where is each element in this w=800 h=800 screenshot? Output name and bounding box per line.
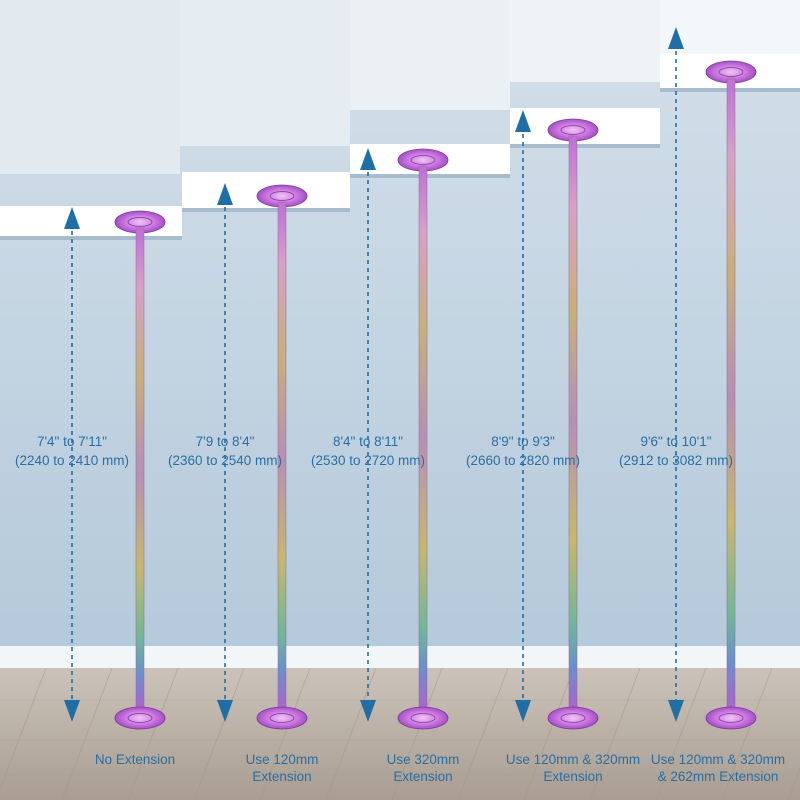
extension-caption-line2: & 262mm Extension — [657, 769, 779, 784]
height-imperial: 8'9" to 9'3" — [491, 434, 555, 449]
floor-planks — [0, 667, 800, 800]
dance-pole — [114, 210, 166, 730]
height-arrow — [64, 207, 80, 722]
extension-caption: No Extension — [95, 751, 175, 768]
height-imperial: 8'4" to 8'11" — [332, 434, 404, 449]
height-arrow — [515, 110, 531, 722]
height-metric: (2660 to 2820 mm) — [465, 453, 581, 468]
dance-pole — [547, 118, 599, 730]
height-range-label: 9'6" to 10'1" (2912 to 3082 mm) — [619, 432, 733, 470]
extension-caption: Use 120mm & 320mm & 262mm Extension — [651, 751, 785, 785]
height-arrow — [217, 183, 233, 722]
dance-pole — [705, 60, 757, 730]
extension-caption-line1: Use 120mm — [245, 752, 319, 767]
height-metric: (2912 to 3082 mm) — [618, 453, 734, 468]
height-range-label: 7'9 to 8'4" (2360 to 2540 mm) — [168, 432, 282, 470]
extension-caption-line1: No Extension — [94, 752, 176, 767]
height-imperial: 7'9 to 8'4" — [195, 434, 255, 449]
poles — [114, 60, 757, 730]
extension-caption-line1: Use 320mm — [386, 752, 460, 767]
dance-pole — [256, 184, 308, 730]
extension-caption-line2: Extension — [252, 769, 312, 784]
extension-caption-line2: Extension — [543, 769, 603, 784]
height-arrow — [668, 27, 684, 722]
extension-caption-line2: Extension — [393, 769, 453, 784]
height-range-label: 8'4" to 8'11" (2530 to 2720 mm) — [311, 432, 425, 470]
height-metric: (2360 to 2540 mm) — [167, 453, 283, 468]
height-metric: (2240 to 2410 mm) — [14, 453, 130, 468]
height-imperial: 9'6" to 10'1" — [640, 434, 712, 449]
height-metric: (2530 to 2720 mm) — [310, 453, 426, 468]
height-arrows — [64, 27, 684, 722]
height-range-label: 8'9" to 9'3" (2660 to 2820 mm) — [466, 432, 580, 470]
extension-caption-line1: Use 120mm & 320mm — [650, 752, 786, 767]
extension-caption-line1: Use 120mm & 320mm — [505, 752, 641, 767]
height-arrow — [360, 148, 376, 722]
height-imperial: 7'4" to 7'11" — [36, 434, 108, 449]
baseboard — [0, 646, 800, 668]
height-range-label: 7'4" to 7'11" (2240 to 2410 mm) — [15, 432, 129, 470]
dance-pole — [397, 148, 449, 730]
